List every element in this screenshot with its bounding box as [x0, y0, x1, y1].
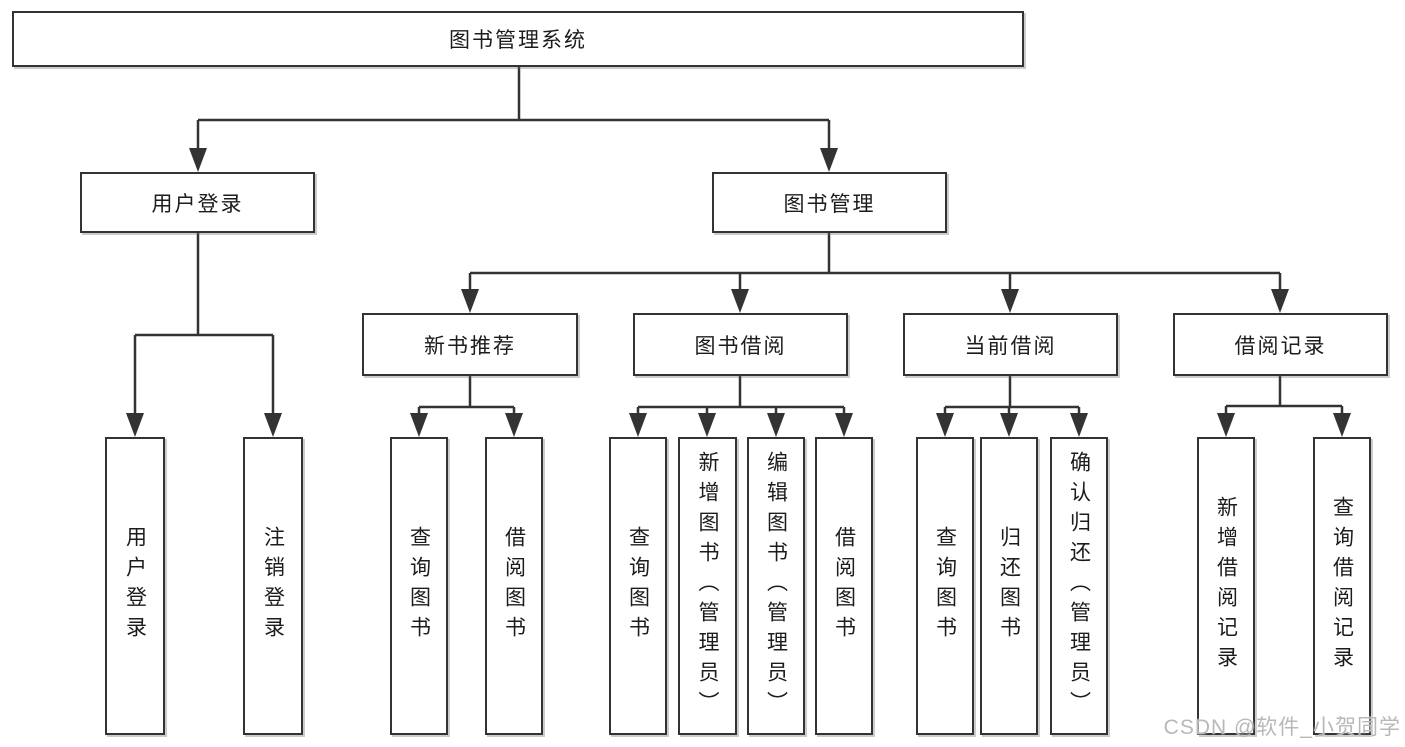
- leaf-query-books-recommend-label: 查询图书: [407, 526, 431, 646]
- leaf-query-books-recommend: 查询图书: [390, 437, 448, 735]
- leaf-edit-book-admin: 编辑图书（管理员）: [747, 437, 805, 735]
- node-user-login: 用户登录: [80, 172, 315, 233]
- leaf-borrow-books-recommend-label: 借阅图书: [502, 526, 526, 646]
- node-new-book-recommendation-label: 新书推荐: [424, 334, 516, 358]
- node-current-borrowing: 当前借阅: [903, 313, 1118, 376]
- leaf-confirm-return-admin-label: 确认归还（管理员）: [1067, 451, 1091, 721]
- node-root-label: 图书管理系统: [449, 29, 587, 52]
- leaf-borrow-books-recommend: 借阅图书: [485, 437, 543, 735]
- leaf-return-books: 归还图书: [980, 437, 1038, 735]
- leaf-add-borrow-record: 新增借阅记录: [1197, 437, 1255, 735]
- leaf-logout: 注销登录: [243, 437, 303, 735]
- leaf-query-borrow-record: 查询借阅记录: [1313, 437, 1371, 735]
- leaf-logout-label: 注销登录: [261, 526, 285, 646]
- leaf-query-borrow-record-label: 查询借阅记录: [1330, 496, 1354, 676]
- node-book-management: 图书管理: [712, 172, 947, 233]
- leaf-edit-book-admin-label: 编辑图书（管理员）: [764, 451, 788, 721]
- leaf-query-books-current: 查询图书: [916, 437, 974, 735]
- node-book-borrowing-label: 图书借阅: [694, 334, 787, 358]
- leaf-add-book-admin: 新增图书（管理员）: [678, 437, 737, 735]
- leaf-borrow-books-borrowing-label: 借阅图书: [832, 526, 856, 646]
- leaf-add-book-admin-label: 新增图书（管理员）: [696, 451, 719, 721]
- leaf-return-books-label: 归还图书: [997, 526, 1021, 646]
- leaf-borrow-books-borrowing: 借阅图书: [815, 437, 873, 735]
- watermark-text: CSDN @软件_小贺同学: [1163, 716, 1401, 739]
- leaf-query-books-current-label: 查询图书: [933, 526, 957, 646]
- node-borrowing-records: 借阅记录: [1173, 313, 1388, 376]
- leaf-add-borrow-record-label: 新增借阅记录: [1214, 496, 1238, 676]
- arrowhead-icons: [126, 148, 1351, 437]
- leaf-query-books-borrowing: 查询图书: [609, 437, 667, 735]
- leaf-query-books-borrowing-label: 查询图书: [626, 526, 650, 646]
- node-user-login-label: 用户登录: [151, 192, 244, 216]
- node-current-borrowing-label: 当前借阅: [964, 334, 1057, 358]
- leaf-confirm-return-admin: 确认归还（管理员）: [1050, 437, 1108, 735]
- leaf-user-login-label: 用户登录: [123, 526, 147, 646]
- node-borrowing-records-label: 借阅记录: [1234, 334, 1327, 358]
- leaf-user-login: 用户登录: [105, 437, 165, 735]
- node-book-borrowing: 图书借阅: [633, 313, 848, 376]
- node-new-book-recommendation: 新书推荐: [362, 313, 578, 376]
- node-book-management-label: 图书管理: [783, 192, 876, 216]
- node-root: 图书管理系统: [12, 11, 1024, 67]
